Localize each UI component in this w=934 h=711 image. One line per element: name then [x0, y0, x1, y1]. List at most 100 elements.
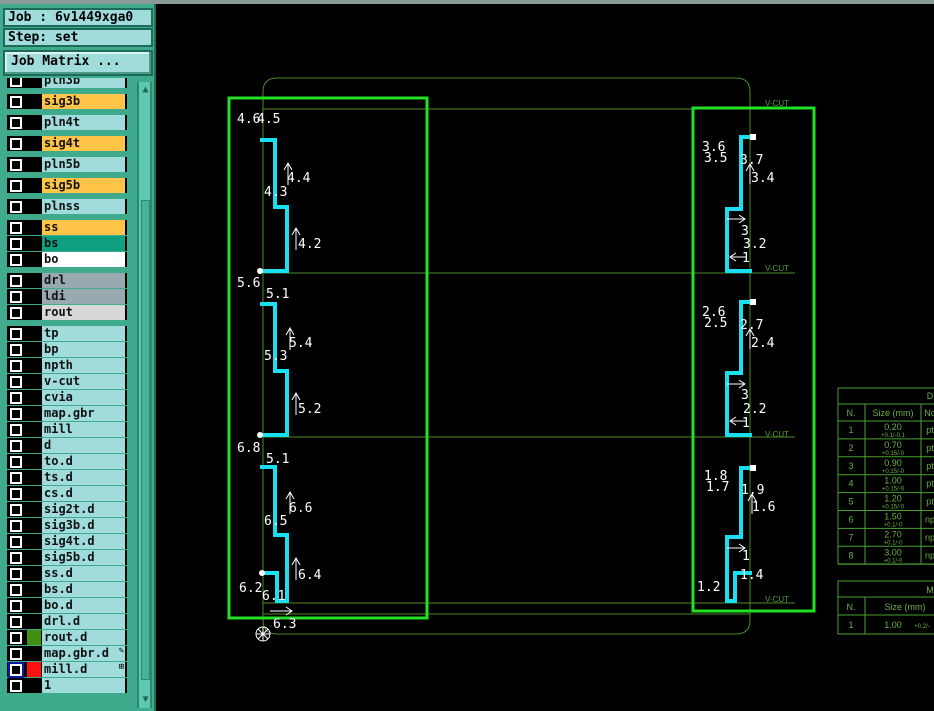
layer-checkbox[interactable] [10, 584, 22, 596]
layer-label[interactable]: sig4t [42, 136, 125, 151]
layer-label[interactable]: 1 [42, 678, 125, 693]
layer-label[interactable]: pln3b [42, 78, 125, 88]
layer-label[interactable]: drl.d [42, 614, 125, 629]
layer-row-bp[interactable]: bp [7, 342, 127, 357]
layer-label[interactable]: map.gbr [42, 406, 125, 421]
layer-row-mill-d[interactable]: mill.d⊞ [7, 662, 127, 678]
layer-row-sig2t-d[interactable]: sig2t.d [7, 502, 127, 517]
layer-row-rout[interactable]: rout [7, 305, 127, 320]
layer-row-bs[interactable]: bs [7, 236, 127, 251]
layer-label[interactable]: map.gbr.d [42, 646, 125, 661]
layer-row-sig3b-d[interactable]: sig3b.d [7, 518, 127, 533]
layer-checkbox[interactable] [10, 520, 22, 532]
scroll-down-icon[interactable]: ▼ [142, 694, 149, 705]
layer-label[interactable]: sig5b [42, 178, 125, 193]
scrollbar-thumb[interactable] [141, 200, 150, 680]
layer-row-to-d[interactable]: to.d [7, 454, 127, 469]
layer-row-rout-d[interactable]: rout.d [7, 630, 127, 645]
layer-checkbox[interactable] [10, 408, 22, 420]
rout-traces[interactable] [260, 135, 752, 603]
layer-row-sig5b-d[interactable]: sig5b.d [7, 550, 127, 565]
layer-checkbox[interactable] [10, 680, 22, 692]
layer-label[interactable]: cs.d [42, 486, 125, 501]
layer-checkbox[interactable] [10, 376, 22, 388]
layer-checkbox[interactable] [10, 472, 22, 484]
layer-checkbox[interactable] [10, 648, 22, 660]
layer-checkbox[interactable] [8, 662, 24, 678]
left-panel-outline[interactable] [227, 96, 429, 620]
layer-row-tp[interactable]: tp [7, 326, 127, 341]
layer-row-ts-d[interactable]: ts.d [7, 470, 127, 485]
layer-checkbox[interactable] [10, 456, 22, 468]
layer-checkbox[interactable] [10, 536, 22, 548]
layer-row-ldi[interactable]: ldi [7, 289, 127, 304]
layer-label[interactable]: to.d [42, 454, 125, 469]
layer-checkbox[interactable] [10, 291, 22, 303]
layer-row-bo[interactable]: bo [7, 252, 127, 267]
layer-row-bs-d[interactable]: bs.d [7, 582, 127, 597]
layer-checkbox[interactable] [10, 488, 22, 500]
layer-row-mill[interactable]: mill [7, 422, 127, 437]
layer-label[interactable]: sig5b.d [42, 550, 125, 565]
layer-checkbox[interactable] [10, 344, 22, 356]
layer-row-plnss[interactable]: plnss [7, 199, 127, 214]
layer-row-sig3b[interactable]: sig3b [7, 94, 127, 109]
scroll-up-icon[interactable]: ▲ [142, 84, 149, 95]
layer-checkbox[interactable] [10, 552, 22, 564]
layer-label[interactable]: sig2t.d [42, 502, 125, 517]
layer-label[interactable]: drl [42, 273, 125, 288]
layer-checkbox[interactable] [10, 307, 22, 319]
layer-checkbox[interactable] [10, 96, 22, 108]
layer-list-scrollbar[interactable]: ▲ ▼ [137, 82, 152, 708]
layer-label[interactable]: sig4t.d [42, 534, 125, 549]
layer-checkbox[interactable] [10, 159, 22, 171]
layer-label[interactable]: rout.d [42, 630, 125, 645]
layer-row-ss-d[interactable]: ss.d [7, 566, 127, 581]
job-matrix-button[interactable]: Job Matrix ... [3, 50, 153, 76]
layer-label[interactable]: bs.d [42, 582, 125, 597]
layer-checkbox[interactable] [10, 424, 22, 436]
layer-row-pln4t[interactable]: pln4t [7, 115, 127, 130]
layer-row-cvia[interactable]: cvia [7, 390, 127, 405]
layer-checkbox[interactable] [10, 201, 22, 213]
layer-checkbox[interactable] [10, 180, 22, 192]
layer-row-drl-d[interactable]: drl.d [7, 614, 127, 629]
layer-label[interactable]: ts.d [42, 470, 125, 485]
layer-label[interactable]: ss.d [42, 566, 125, 581]
layer-checkbox[interactable] [10, 632, 22, 644]
layer-label[interactable]: tp [42, 326, 125, 341]
layer-row-pln5b[interactable]: pln5b [7, 157, 127, 172]
layer-checkbox[interactable] [10, 392, 22, 404]
layer-checkbox[interactable] [10, 117, 22, 129]
layer-row-cs-d[interactable]: cs.d [7, 486, 127, 501]
layer-label[interactable]: pln5b [42, 157, 125, 172]
layer-checkbox[interactable] [10, 600, 22, 612]
layer-row-d[interactable]: d [7, 438, 127, 453]
layer-label[interactable]: v-cut [42, 374, 125, 389]
layer-checkbox[interactable] [10, 78, 22, 87]
layer-row-bo-d[interactable]: bo.d [7, 598, 127, 613]
layer-label[interactable]: rout [42, 305, 125, 320]
layer-label[interactable]: pln4t [42, 115, 125, 130]
layer-label[interactable]: mill [42, 422, 125, 437]
layer-row-drl[interactable]: drl [7, 273, 127, 288]
layer-label[interactable]: bp [42, 342, 125, 357]
layer-checkbox[interactable] [10, 222, 22, 234]
layer-row-map-gbr-d[interactable]: map.gbr.d✎ [7, 646, 127, 661]
layer-checkbox[interactable] [10, 138, 22, 150]
layer-checkbox[interactable] [10, 360, 22, 372]
layer-row-1[interactable]: 1 [7, 678, 127, 693]
layer-row-npth[interactable]: npth [7, 358, 127, 373]
layer-label[interactable]: plnss [42, 199, 125, 214]
right-panel-outline[interactable] [691, 106, 816, 613]
layer-checkbox[interactable] [10, 616, 22, 628]
layer-label[interactable]: ss [42, 220, 125, 235]
layer-label[interactable]: bo [42, 252, 125, 267]
layer-label[interactable]: sig3b [42, 94, 125, 109]
layer-checkbox[interactable] [10, 504, 22, 516]
layer-row-sig4t[interactable]: sig4t [7, 136, 127, 151]
layer-label[interactable]: ldi [42, 289, 125, 304]
layer-row-pln3b[interactable]: pln3b [7, 78, 127, 88]
layer-row-map-gbr[interactable]: map.gbr [7, 406, 127, 421]
